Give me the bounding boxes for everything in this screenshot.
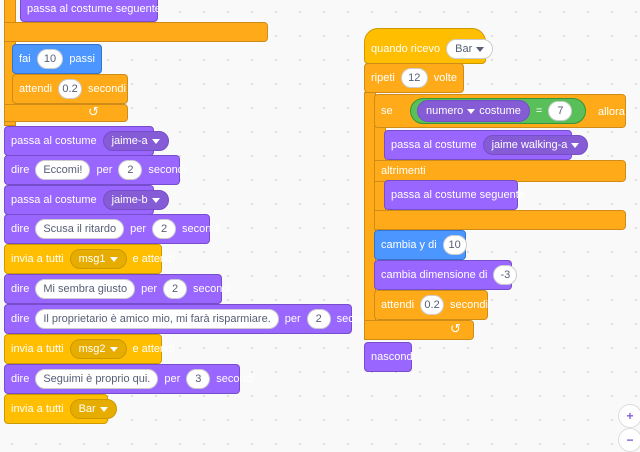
say-block-3[interactable]: dire Mi sembra giusto per 2 secondi: [4, 274, 231, 304]
repeat-block[interactable]: ripeti 12 volte: [364, 63, 464, 93]
wait-input-right[interactable]: 0.2: [420, 295, 445, 315]
costume-dropdown-1[interactable]: jaime-a: [102, 131, 169, 151]
loop-arrow-icon: ↺: [88, 104, 99, 119]
c-block-bottom-bar[interactable]: [4, 22, 268, 42]
say-secs-input-4[interactable]: 2: [306, 309, 331, 329]
repeat-input[interactable]: 12: [400, 68, 428, 88]
next-costume-block-right[interactable]: passa al costume seguente: [384, 180, 525, 210]
chevron-down-icon: [151, 138, 160, 144]
say-text-input-1[interactable]: Eccomi!: [35, 160, 91, 180]
say-text-input-3[interactable]: Mi sembra giusto: [35, 279, 136, 299]
receive-message-dropdown[interactable]: Bar: [446, 39, 494, 59]
chevron-down-icon: [99, 406, 108, 412]
say-block-5[interactable]: dire Seguimi è proprio qui. per 3 second…: [4, 364, 254, 394]
say-secs-input-3[interactable]: 2: [163, 279, 188, 299]
say-text-input-2[interactable]: Scusa il ritardo: [35, 219, 125, 239]
switch-costume-walk-block[interactable]: passa al costume jaime walking-a: [384, 130, 589, 160]
if-bottom-bar[interactable]: [374, 210, 626, 230]
move-steps-block[interactable]: fai 10 passi: [12, 44, 102, 74]
change-y-input[interactable]: 10: [442, 235, 467, 255]
equals-operator[interactable]: numero costume = 7: [410, 98, 586, 124]
steps-input[interactable]: 10: [36, 49, 64, 69]
switch-costume-block-1[interactable]: passa al costume jaime-a: [4, 126, 169, 156]
chevron-down-icon: [109, 256, 118, 262]
switch-costume-block-2[interactable]: passa al costume jaime-b: [4, 185, 169, 215]
wait-input[interactable]: 0.2: [58, 79, 83, 99]
wait-block-right[interactable]: attendi 0.2 secondi: [374, 290, 488, 320]
change-size-input[interactable]: -3: [493, 265, 518, 285]
say-text-input-4[interactable]: Il proprietario è amico mio, mi farà ris…: [35, 309, 279, 329]
repeat-bottom-bar[interactable]: [4, 104, 128, 122]
message-dropdown-1[interactable]: msg1: [69, 249, 127, 269]
costume-walk-dropdown[interactable]: jaime walking-a: [482, 135, 589, 155]
message-dropdown-2[interactable]: msg2: [69, 339, 127, 359]
chevron-down-icon: [476, 46, 485, 52]
zoom-in-icon[interactable]: +: [618, 404, 640, 428]
say-block-4[interactable]: dire Il proprietario è amico mio, mi far…: [4, 304, 375, 334]
say-secs-input-2[interactable]: 2: [152, 219, 177, 239]
broadcast-block[interactable]: invia a tutti Bar: [4, 394, 117, 424]
repeat-bottom-bar-right[interactable]: [364, 320, 474, 340]
else-bar[interactable]: altrimenti: [374, 160, 626, 182]
zoom-out-icon[interactable]: −: [618, 428, 640, 452]
wait-block[interactable]: attendi 0.2 secondi: [12, 74, 128, 104]
say-block-1[interactable]: dire Eccomi! per 2 secondi: [4, 155, 186, 185]
equals-value-input[interactable]: 7: [548, 101, 573, 121]
say-text-input-5[interactable]: Seguimi è proprio qui.: [35, 369, 159, 389]
message-dropdown-3[interactable]: Bar: [69, 399, 117, 419]
chevron-down-icon: [151, 197, 160, 203]
when-receive-hat-block[interactable]: quando ricevo Bar: [364, 28, 494, 64]
change-size-block[interactable]: cambia dimensione di -3: [374, 260, 518, 290]
loop-arrow-icon: ↺: [450, 321, 461, 336]
change-y-block[interactable]: cambia y di 10: [374, 230, 467, 260]
say-secs-input-5[interactable]: 3: [186, 369, 211, 389]
broadcast-wait-block-2[interactable]: invia a tutti msg2 e attendi: [4, 334, 175, 364]
say-secs-input-1[interactable]: 2: [118, 160, 143, 180]
broadcast-wait-block-1[interactable]: invia a tutti msg1 e attendi: [4, 244, 175, 274]
chevron-down-icon: [109, 346, 118, 352]
hide-block[interactable]: nascondi: [364, 342, 415, 372]
if-then-label: allora: [598, 106, 625, 118]
chevron-down-icon: [467, 108, 476, 114]
chevron-down-icon: [571, 142, 580, 148]
costume-dropdown-2[interactable]: jaime-b: [102, 190, 169, 210]
next-costume-block-top[interactable]: passa al costume seguente: [20, 0, 161, 22]
say-block-2[interactable]: dire Scusa il ritardo per 2 secondi: [4, 214, 220, 244]
costume-number-reporter[interactable]: numero costume: [417, 100, 530, 122]
